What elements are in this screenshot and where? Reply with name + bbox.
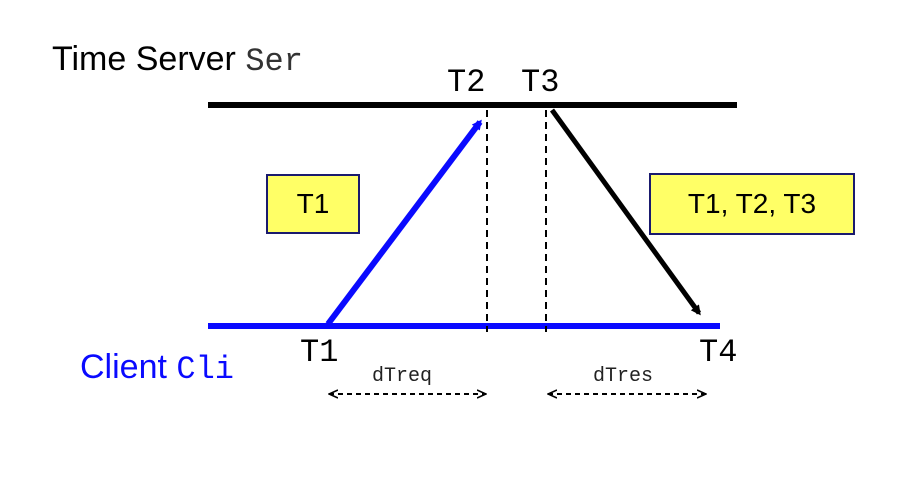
- request-interval-label: dTreq: [372, 365, 432, 388]
- client-label: Client Cli: [80, 348, 234, 388]
- t4-label: T4: [699, 334, 737, 371]
- t3-label: T3: [521, 64, 559, 101]
- t2-label: T2: [447, 64, 485, 101]
- request-arrow: [325, 119, 483, 326]
- response-payload-text: T1, T2, T3: [687, 188, 817, 219]
- server-label: Time Server Ser: [52, 40, 303, 80]
- request-payload-text: T1: [296, 188, 330, 219]
- response-arrow: [549, 108, 702, 316]
- t1-label: T1: [300, 334, 338, 371]
- response-payload-box: T1, T2, T3: [649, 173, 855, 235]
- request-payload-box: T1: [266, 174, 360, 234]
- response-interval-label: dTres: [593, 365, 653, 388]
